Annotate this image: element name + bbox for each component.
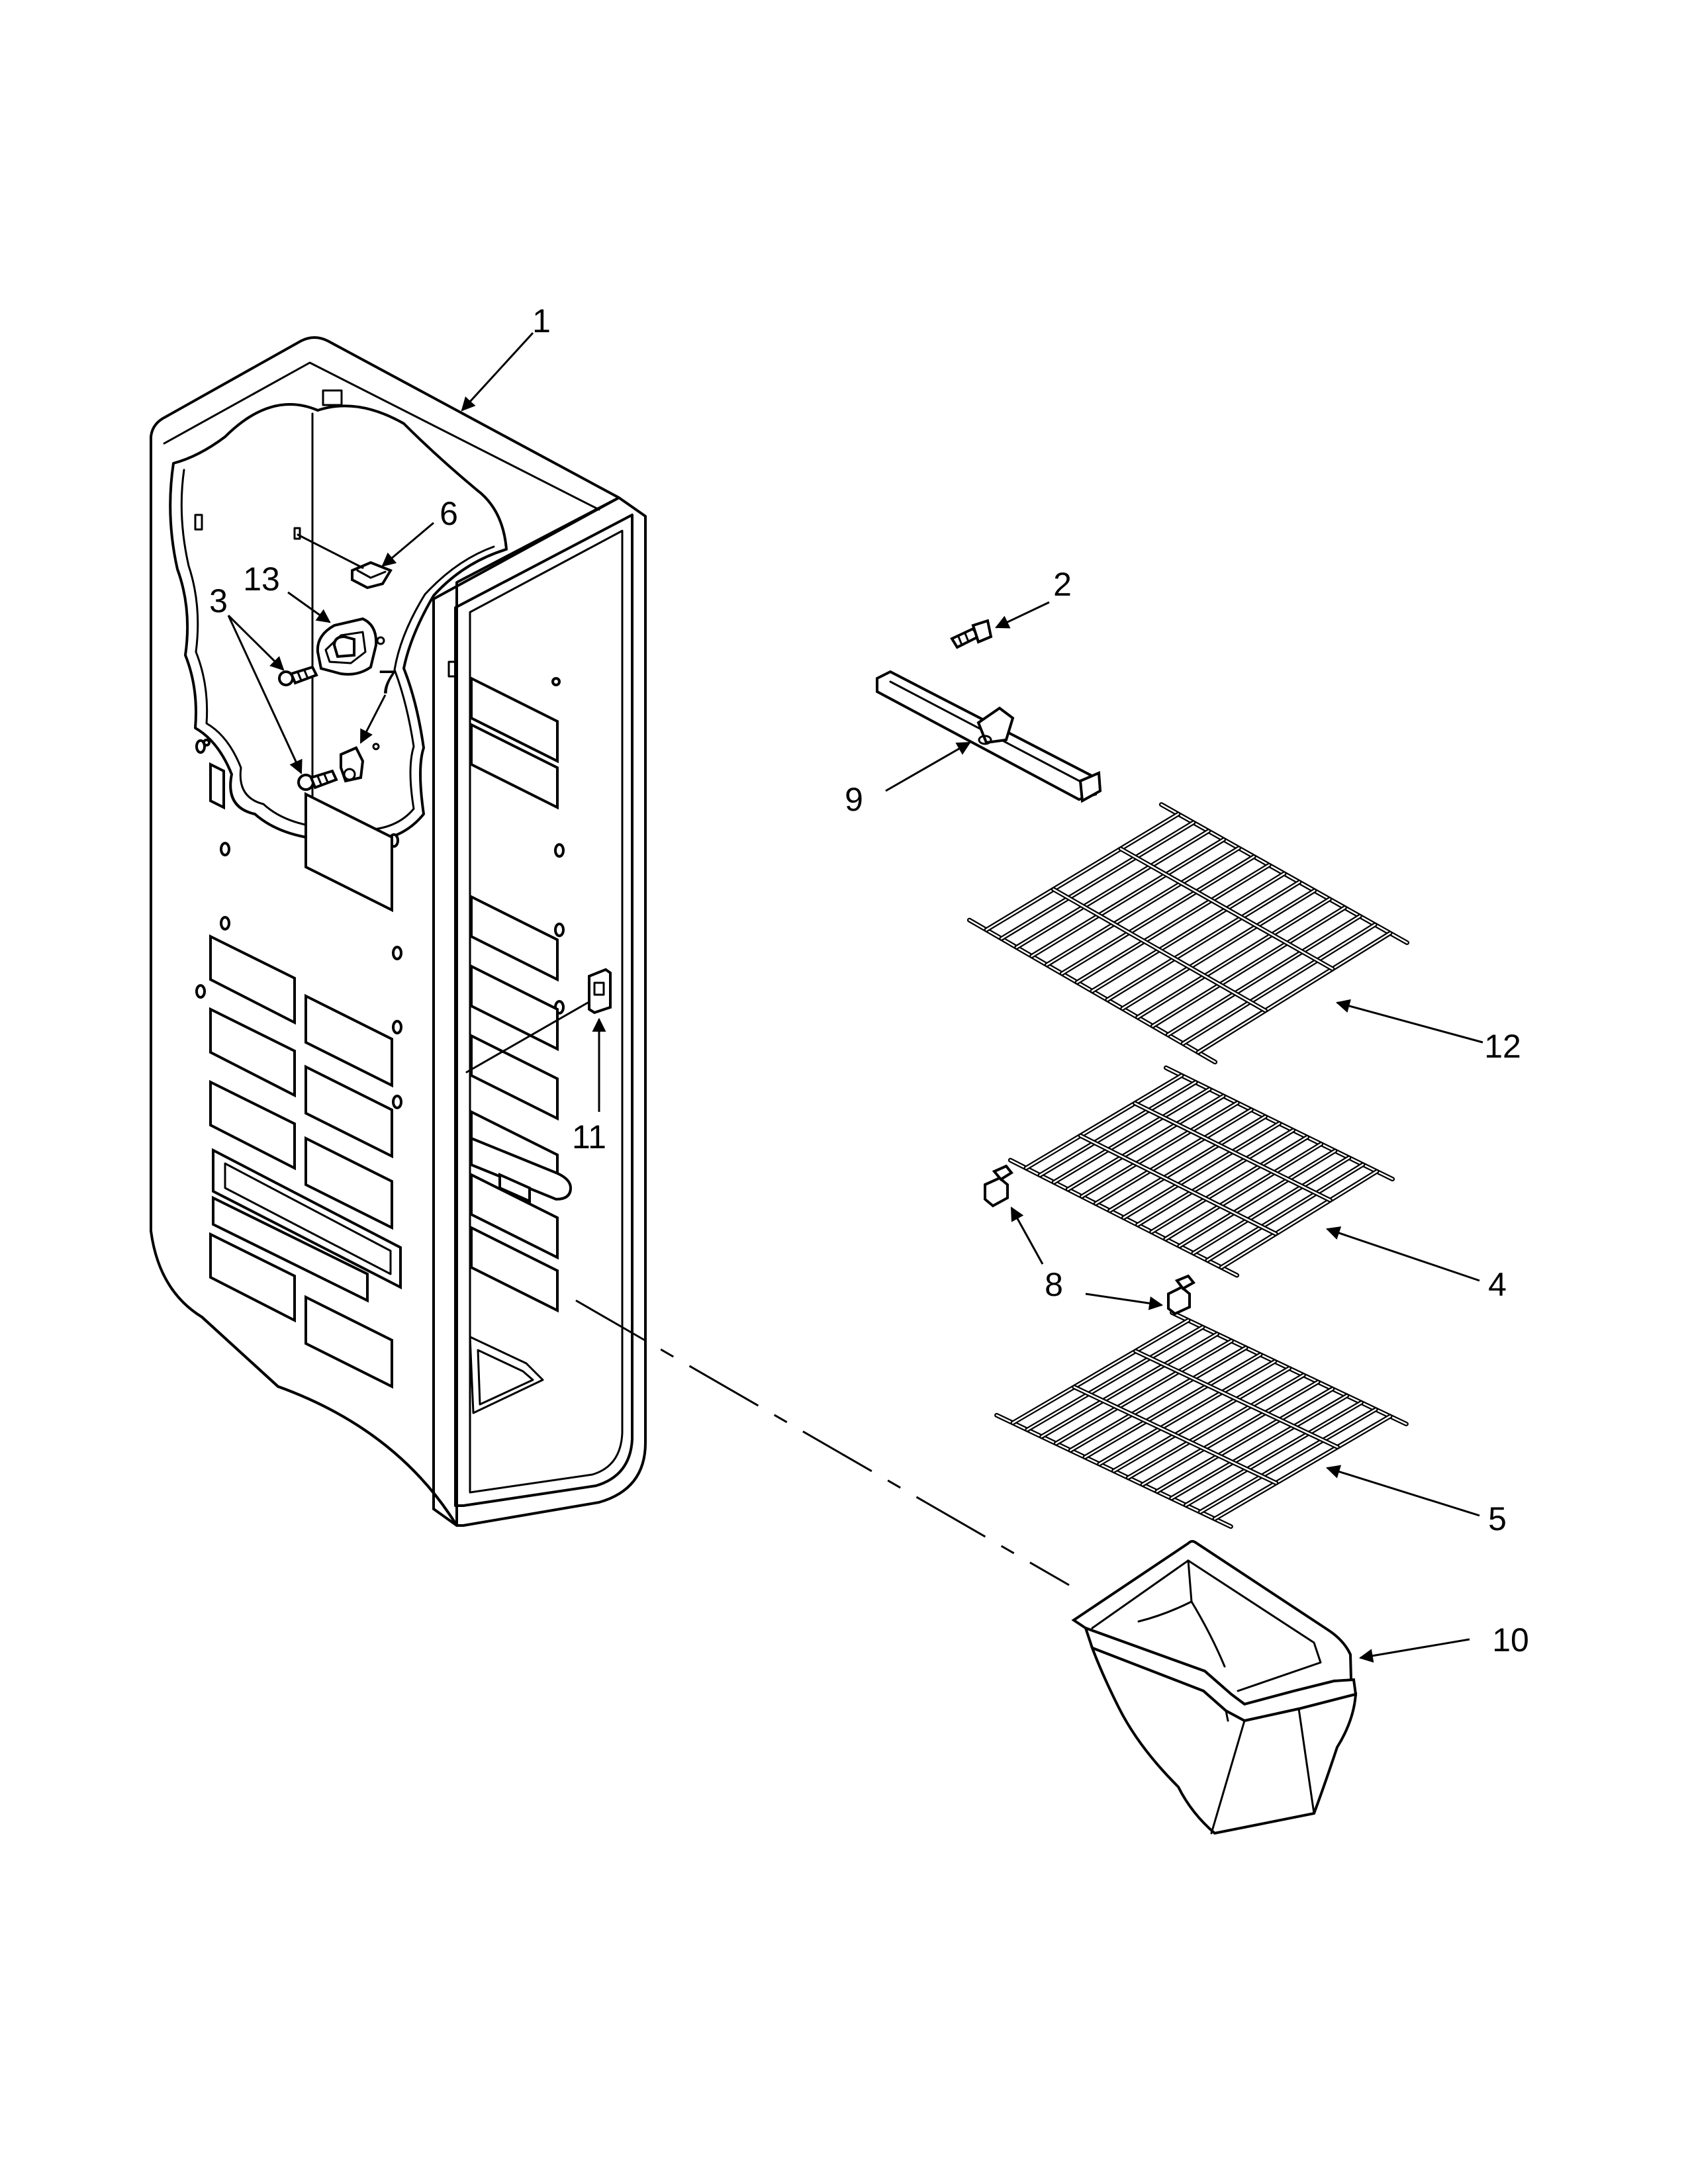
shelf-cross-wire-highlight [1141,1381,1319,1486]
control-part-13 [316,617,385,676]
callout-labels: 1 6 13 3 7 2 9 11 12 4 8 5 10 [209,302,1529,1659]
shelf-cross-wire-highlight [1167,915,1361,1036]
shelf-support-part-9 [876,670,1102,803]
callout-10: 10 [1492,1621,1529,1659]
shelf-cross-wire-highlight [1076,864,1270,983]
shelf-support-bar-highlight [1080,1134,1277,1235]
callout-11: 11 [572,1118,606,1156]
callout-6: 6 [440,495,458,532]
clip-part-7 [340,743,380,783]
alignment-dashed-line [575,1299,1070,1586]
shelf-cross-wire-highlight [1000,821,1195,940]
shelf-cross-wire-highlight [1150,1136,1308,1233]
shelf-cross-wire-highlight [1015,830,1209,948]
shelf-cross-wire-highlight [1084,1353,1262,1459]
callout-3: 3 [209,582,228,619]
shelf-cross-wire-highlight [1170,1394,1348,1500]
shelf-cross-wire-highlight [1199,1408,1377,1513]
callout-7: 7 [378,664,397,701]
shelf-cross-wire-highlight [1069,1347,1247,1451]
shelf-cross-wire-highlight [1123,1122,1280,1219]
callout-8: 8 [1045,1266,1063,1303]
callout-9: 9 [845,781,863,818]
shelf-cross-wire-highlight [1113,1367,1290,1472]
shelf-cross-wire-highlight [1031,839,1225,957]
shelf-cross-wire-highlight [1182,923,1376,1045]
screw-part-2 [950,619,993,649]
shelf-cross-wire-highlight [1055,1340,1233,1445]
shelf-back-rod-highlight [985,813,1180,931]
shelf-cross-wire-highlight [1095,1109,1252,1205]
screw-part-3-upper [278,665,318,686]
callout-2: 2 [1053,566,1072,603]
shelf-cross-wire-highlight [1046,847,1240,966]
shelf-cross-wire-highlight [1091,872,1286,992]
callout-4: 4 [1488,1266,1507,1303]
shelf-cross-wire-highlight [1061,856,1255,975]
shelf-cross-wire-highlight [1098,1360,1276,1465]
leader-lines [227,332,1483,1663]
shelf-back-rod-highlight [1025,1074,1183,1169]
shelf-front-rod-highlight [1220,1170,1378,1269]
stud-part-8-upper [984,1164,1013,1208]
shelf-cross-wire-highlight [1081,1102,1239,1198]
shelf-cross-wire-highlight [1041,1333,1218,1437]
freezer-liner [150,336,647,1527]
switch-part-11 [465,968,612,1073]
shelf-cross-wire-highlight [1066,1095,1225,1191]
shelf-cross-wire-highlight [1039,1081,1197,1176]
shelf-back-rod-highlight [1011,1319,1190,1424]
shelf-cross-wire-highlight [1026,1326,1204,1431]
shelf-cross-wire-highlight [1053,1088,1211,1183]
screw-part-3-lower [297,769,338,791]
callout-12: 12 [1484,1028,1521,1065]
shelf-support-bar-highlight [1135,1350,1338,1448]
callout-1: 1 [532,302,551,340]
shelf-support-bar-highlight [1053,888,1266,1012]
callout-5: 5 [1488,1500,1507,1537]
shelf-support-bar-highlight [1134,1102,1331,1201]
shelf-front-rod-highlight [1213,1415,1391,1520]
wire-shelf-part-5 [994,1310,1409,1529]
wire-shelf-part-4 [1008,1065,1395,1278]
freezer-bin-part-10 [1071,1539,1358,1835]
shelf-front-rod-highlight [1197,932,1391,1054]
stud-part-8-lower [1167,1274,1196,1316]
wire-shelf-part-12 [966,802,1410,1065]
shelf-cross-wire-highlight [1137,1129,1294,1226]
bracket-part-6 [293,527,393,590]
callout-13: 13 [243,561,280,598]
shelf-cross-wire-highlight [1137,898,1331,1019]
shelf-cross-wire-highlight [1121,889,1315,1010]
shelf-cross-wire-highlight [1106,881,1301,1001]
shelf-support-bar-highlight [1119,848,1334,970]
shelf-cross-wire-highlight [1178,1150,1336,1248]
shelf-cross-wire-highlight [1152,907,1346,1027]
shelf-cross-wire-highlight [1156,1388,1334,1492]
shelf-cross-wire-highlight [1164,1143,1322,1240]
shelf-cross-wire-highlight [1206,1163,1364,1261]
shelf-cross-wire-highlight [1127,1374,1305,1479]
shelf-support-bar-highlight [1073,1386,1277,1484]
shelf-cross-wire-highlight [1109,1115,1266,1212]
shelf-cross-wire-highlight [1192,1157,1350,1254]
shelf-cross-wire-highlight [1185,1402,1362,1506]
